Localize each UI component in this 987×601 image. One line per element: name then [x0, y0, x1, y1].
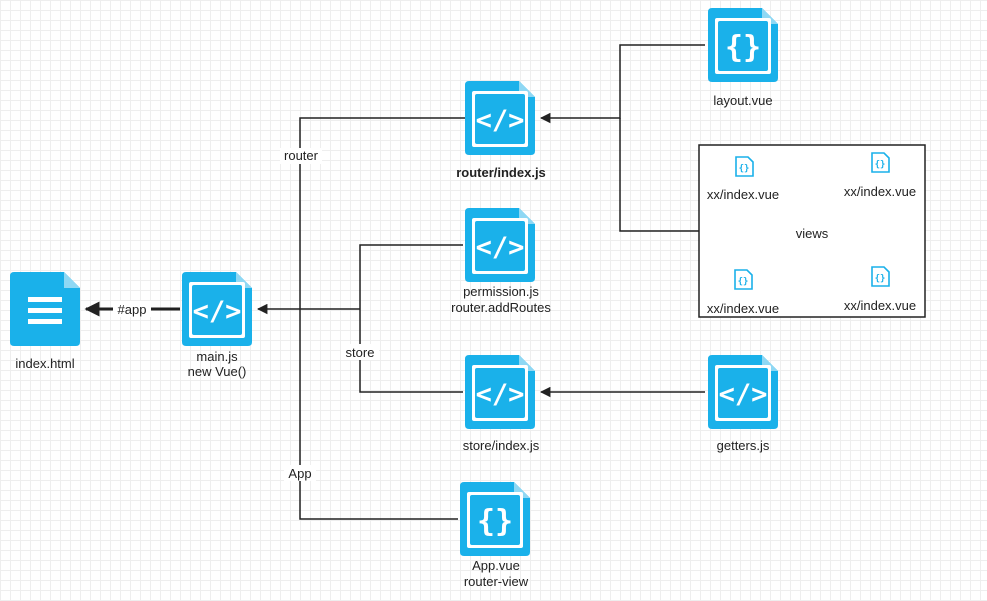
svg-text:</>: </> [476, 379, 525, 410]
node-label: store/index.js [463, 438, 540, 453]
vue-braces-icon: {} [871, 152, 890, 173]
edge-app-to-main [299, 309, 458, 520]
node-label: layout.vue [713, 93, 772, 108]
vue-braces-icon: {} [734, 269, 753, 290]
svg-text:{}: {} [725, 30, 761, 65]
svg-text:{}: {} [477, 504, 513, 539]
views-label: views [796, 226, 829, 241]
vue-braces-icon: {} [735, 156, 754, 177]
js-code-icon: </> [708, 355, 778, 429]
view-item[interactable]: {} xx/index.vue [707, 269, 779, 316]
node-main-js[interactable]: </> main.js new Vue() [182, 272, 252, 379]
document-icon [10, 272, 80, 346]
view-item-label: xx/index.vue [844, 298, 916, 313]
node-label-line1: App.vue [472, 558, 520, 573]
svg-text:</>: </> [476, 105, 525, 136]
node-layout-vue[interactable]: {} layout.vue [708, 8, 778, 108]
edge-labels: #app router store App [113, 148, 379, 481]
node-label-line1: main.js [196, 349, 238, 364]
vue-braces-icon: {} [871, 266, 890, 287]
edge-label-router: router [284, 148, 319, 163]
edge-label-app-mount: #app [118, 302, 147, 317]
edge-layout-to-router [539, 44, 705, 124]
node-index-html[interactable]: index.html [10, 272, 80, 371]
node-label: index.html [15, 356, 74, 371]
svg-text:{}: {} [738, 277, 749, 287]
js-code-icon: </> [465, 81, 535, 155]
node-label-line2: router-view [464, 574, 529, 589]
svg-text:</>: </> [719, 379, 768, 410]
node-permission-js[interactable]: </> permission.js router.addRoutes [451, 208, 551, 315]
svg-text:{}: {} [739, 164, 750, 174]
view-item[interactable]: {} xx/index.vue [707, 156, 779, 202]
edge-store-to-main [359, 309, 463, 393]
svg-text:{}: {} [875, 274, 886, 284]
connectors [84, 44, 705, 520]
node-label: getters.js [717, 438, 770, 453]
svg-text:</>: </> [193, 296, 242, 327]
edge-label-store: store [346, 345, 375, 360]
node-router-index[interactable]: </> router/index.js [456, 81, 546, 180]
node-label-line2: new Vue() [188, 364, 247, 379]
view-item-label: xx/index.vue [844, 184, 916, 199]
js-code-icon: </> [182, 272, 252, 346]
view-item-label: xx/index.vue [707, 187, 779, 202]
view-item[interactable]: {} xx/index.vue [844, 266, 916, 313]
js-code-icon: </> [465, 355, 535, 429]
edge-router-to-main [299, 117, 465, 309]
vue-braces-icon: {} [708, 8, 778, 82]
svg-text:{}: {} [875, 160, 886, 170]
vue-braces-icon: {} [460, 482, 530, 556]
svg-text:</>: </> [476, 232, 525, 263]
node-label-line1: permission.js [463, 284, 539, 299]
edge-label-app: App [288, 466, 311, 481]
edge-views-to-router [619, 118, 699, 232]
node-views[interactable]: views {} xx/index.vue {} xx/index.vue {}… [698, 144, 926, 318]
node-store-index[interactable]: </> store/index.js [463, 355, 540, 453]
view-item-label: xx/index.vue [707, 301, 779, 316]
node-label: router/index.js [456, 165, 546, 180]
node-label-line2: router.addRoutes [451, 300, 551, 315]
view-item[interactable]: {} xx/index.vue [844, 152, 916, 199]
node-app-vue[interactable]: {} App.vue router-view [460, 482, 530, 589]
node-getters-js[interactable]: </> getters.js [708, 355, 778, 453]
js-code-icon: </> [465, 208, 535, 282]
edge-permission-to-main [359, 244, 463, 309]
